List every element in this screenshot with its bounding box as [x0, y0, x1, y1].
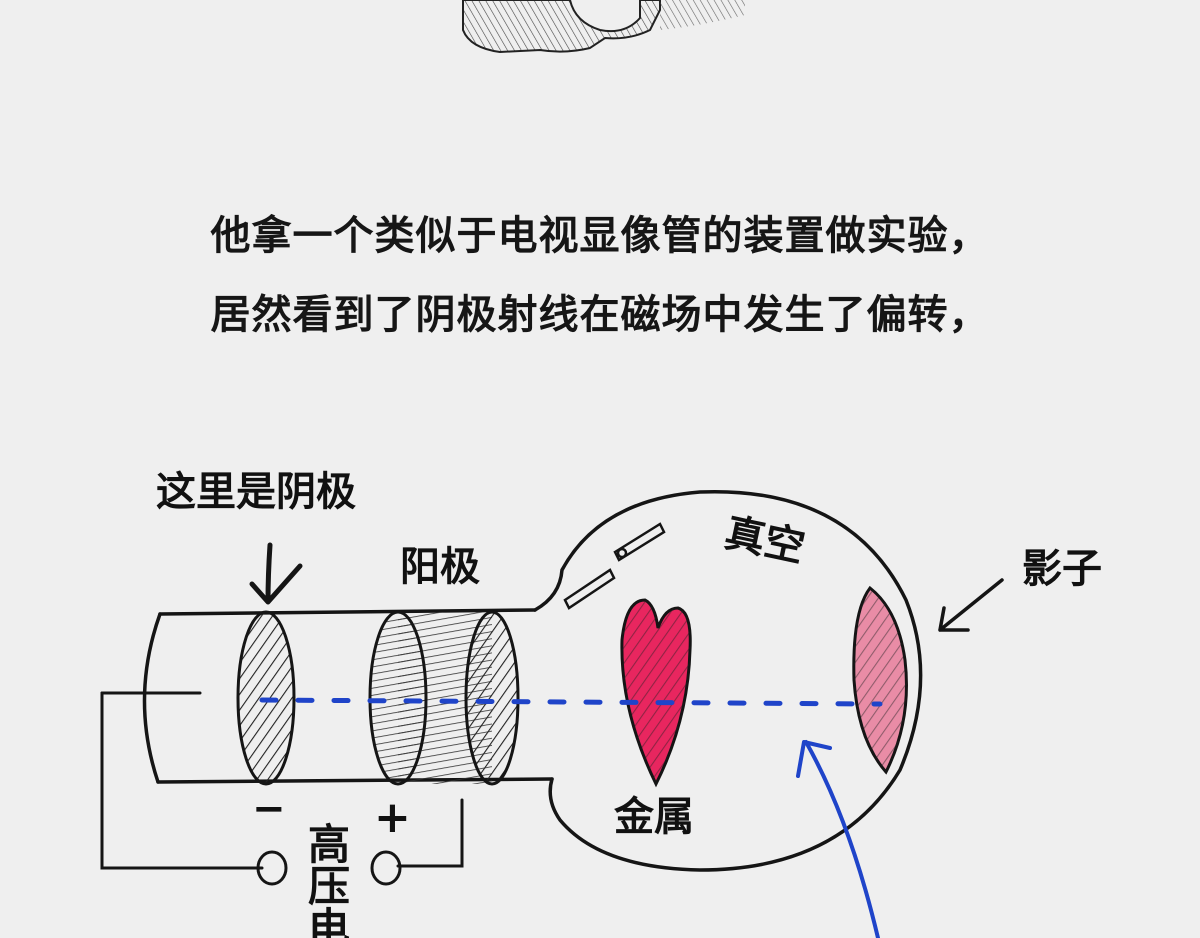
caption-line-2: 居然看到了阴极射线在磁场中发生了偏转， — [210, 292, 990, 338]
cathode-ray — [259, 697, 883, 707]
metal-label: 金属 — [613, 794, 694, 840]
bulb-marker — [563, 522, 666, 610]
anode-ring — [368, 610, 520, 786]
shadow-arrow-icon — [938, 578, 1004, 632]
cathode-arrow-icon — [249, 542, 303, 605]
caption-line-1: 他拿一个类似于电视显像管的装置做实验， — [210, 213, 990, 259]
cathode-note-label: 这里是阴极 — [156, 469, 356, 515]
plus-sign: + — [374, 792, 411, 843]
circuit-wires — [100, 691, 464, 886]
ray-pointer-arrow-icon — [796, 740, 880, 938]
vacuum-label: 真空 — [721, 510, 809, 572]
anode-label: 阳极 — [400, 544, 480, 590]
power-supply-label: 高压电 — [302, 822, 351, 938]
shadow-label: 影子 — [1022, 546, 1102, 592]
hand-sketch-fragment — [462, 0, 745, 54]
minus-sign: − — [252, 786, 286, 832]
